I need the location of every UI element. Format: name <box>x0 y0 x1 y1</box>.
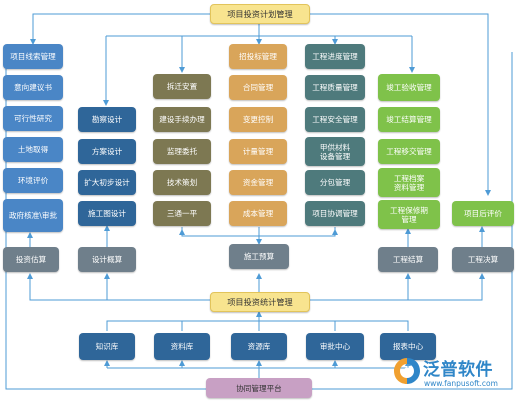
col6-item[interactable]: 工程档案 资料管理 <box>378 168 440 197</box>
col4-item[interactable]: 成本管理 <box>229 201 287 226</box>
bottom-row-item[interactable]: 报表中心 <box>380 333 436 360</box>
col4-item[interactable]: 招投标管理 <box>229 44 287 69</box>
bottom-row-item[interactable]: 知识库 <box>79 333 135 360</box>
final-accounts-box[interactable]: 工程决算 <box>452 247 514 272</box>
collaboration-platform-box[interactable]: 协同管理平台 <box>206 378 312 398</box>
col3-item[interactable]: 监理委托 <box>153 139 211 164</box>
bottom-row-item[interactable]: 资料库 <box>154 333 210 360</box>
col4-item[interactable]: 变更控制 <box>229 107 287 132</box>
col2-item[interactable]: 勘察设计 <box>78 107 136 132</box>
col5-item[interactable]: 分包管理 <box>305 170 365 195</box>
investment-estimate-box[interactable]: 投资估算 <box>3 247 59 272</box>
col3-item[interactable]: 建设手续办理 <box>153 107 211 132</box>
col2-item[interactable]: 施工图设计 <box>78 201 136 226</box>
col6-item[interactable]: 工程移交管理 <box>378 139 440 164</box>
logo-name: 泛普软件 <box>423 360 493 380</box>
col6-item[interactable]: 竣工验收管理 <box>378 74 440 101</box>
col1-item[interactable]: 土地取得 <box>3 137 63 162</box>
col4-item[interactable]: 资金管理 <box>229 170 287 195</box>
project-investment-statistics-box[interactable]: 项目投资统计管理 <box>210 292 310 312</box>
col6-item[interactable]: 工程保修期 管理 <box>378 200 440 229</box>
col3-item[interactable]: 三通一平 <box>153 201 211 226</box>
bottom-row-item[interactable]: 审批中心 <box>306 333 364 360</box>
col2-item[interactable]: 方案设计 <box>78 139 136 164</box>
col5-item[interactable]: 工程进度管理 <box>305 44 365 69</box>
col4-item[interactable]: 计量管理 <box>229 139 287 164</box>
construction-budget-box[interactable]: 施工预算 <box>229 244 289 269</box>
col1-item[interactable]: 项目线索管理 <box>3 44 63 69</box>
design-estimate-box[interactable]: 设计概算 <box>78 247 136 272</box>
logo-url: www.fanpusoft.com <box>424 379 498 388</box>
col3-item[interactable]: 技术策划 <box>153 170 211 195</box>
col5-item[interactable]: 项目协调管理 <box>305 201 365 226</box>
logo-mark-icon <box>394 358 420 384</box>
bottom-row-item[interactable]: 资源库 <box>231 333 287 360</box>
col3-item[interactable]: 拆迁安置 <box>153 74 211 99</box>
col5-item[interactable]: 甲供材料 设备管理 <box>305 137 365 166</box>
col4-item[interactable]: 合同管理 <box>229 75 287 100</box>
brand-logo: 泛普软件 www.fanpusoft.com <box>392 352 514 402</box>
post-evaluation-box[interactable]: 项目后评价 <box>452 201 514 226</box>
project-investment-plan-box[interactable]: 项目投资计划管理 <box>210 4 310 24</box>
col6-item[interactable]: 竣工结算管理 <box>378 107 440 132</box>
col5-item[interactable]: 工程安全管理 <box>305 107 365 132</box>
project-settlement-box[interactable]: 工程结算 <box>378 247 438 272</box>
col5-item[interactable]: 工程质量管理 <box>305 75 365 100</box>
col1-item[interactable]: 可行性研究 <box>3 106 63 131</box>
col1-item[interactable]: 环境评价 <box>3 168 63 193</box>
col2-item[interactable]: 扩大初步设计 <box>78 170 136 195</box>
col1-item[interactable]: 意向建议书 <box>3 75 63 100</box>
col1-item[interactable]: 政府核准\审批 <box>3 199 63 232</box>
